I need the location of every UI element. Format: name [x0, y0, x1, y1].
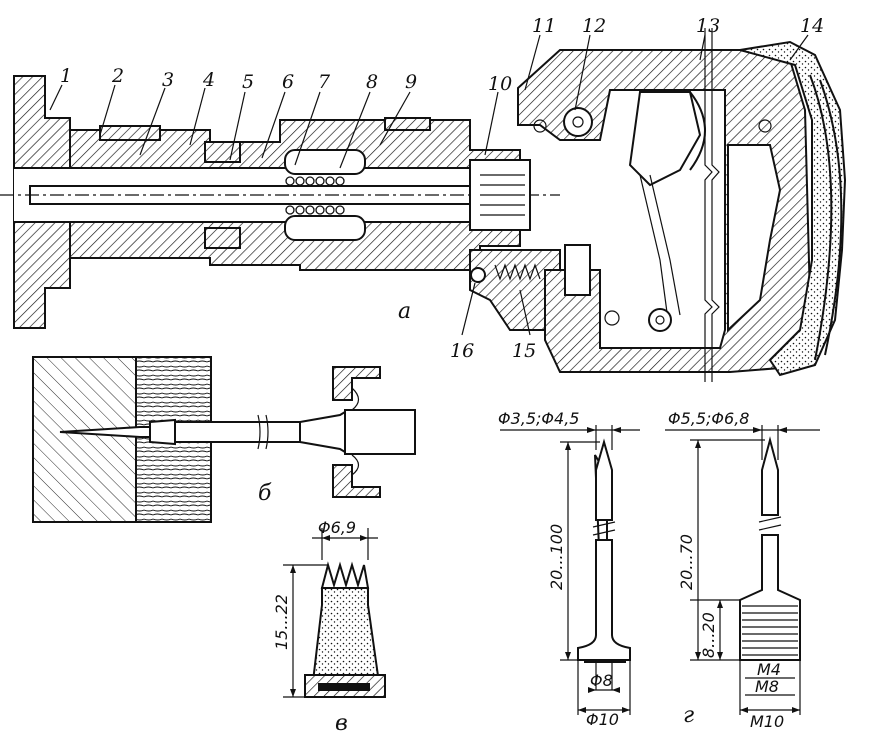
dowel-1-shank-label: Φ8 [590, 671, 613, 690]
dowel-1-shank [577, 539, 631, 661]
dowel-2-m4-label: M4 [757, 660, 781, 679]
part-label-6: 6 [282, 71, 294, 93]
part-label-16: 16 [450, 340, 474, 362]
cartridge-length-label: 15...22 [272, 594, 291, 650]
part-label-7: 7 [318, 71, 331, 93]
part-label-2: 2 [111, 65, 124, 87]
dowel-1-diameter-label: Φ3,5;Φ4,5 [498, 409, 579, 428]
dowel-2-length-label: 20...70 [677, 534, 696, 590]
part-label-10: 10 [488, 73, 512, 95]
cartridge-diameter-label: Φ6,9 [318, 518, 356, 537]
dowel-1-head-label: Φ10 [586, 710, 619, 729]
dowel-2-thread [742, 605, 798, 656]
part-label-13: 13 [696, 15, 720, 37]
dowel-view: Φ3,5;Φ4,5 20...100 Φ8 Φ10 Φ5,5;Φ6,8 [498, 409, 820, 731]
trigger-lever [628, 91, 702, 187]
part-label-14: 14 [800, 15, 824, 37]
part-label-8: 8 [366, 71, 378, 93]
cartridge-crimp [320, 561, 370, 589]
dowel-2-m8-label: M8 [755, 677, 779, 696]
concrete-layer [32, 356, 137, 523]
dowel-1-length-label: 20...100 [547, 524, 566, 590]
piston-stem [174, 421, 301, 443]
view-caption-a: а [398, 299, 411, 324]
dowel-2-tip [761, 436, 779, 516]
roller-upper [563, 107, 593, 137]
piston-head [344, 409, 416, 455]
part-label-1: 1 [60, 65, 72, 87]
tool-section-view [0, 28, 847, 382]
fastening-view: б [32, 356, 416, 523]
part-label-15: 15 [512, 340, 536, 362]
dowel-2-diameter-label: Φ5,5;Φ6,8 [668, 409, 749, 428]
part-label-9: 9 [405, 71, 417, 93]
barrel-lower [69, 221, 521, 271]
view-caption-v: в [335, 711, 348, 736]
dowel-2-m10-label: M10 [750, 712, 784, 731]
dowel-1-tip [595, 438, 613, 521]
part-label-3: 3 [162, 69, 174, 91]
cartridge-view: Φ6,9 15...22 в [272, 518, 386, 736]
part-label-12: 12 [582, 15, 606, 37]
butt-pad [739, 40, 847, 377]
part-labels: 1 2 3 4 5 6 7 8 9 10 11 12 13 14 15 16 а [60, 15, 824, 362]
part-label-4: 4 [202, 69, 215, 91]
part-leaders [49, 34, 809, 336]
view-caption-b: б [258, 481, 272, 506]
part-label-11: 11 [532, 15, 556, 37]
roller-lower [648, 308, 672, 332]
part-label-5: 5 [242, 71, 254, 93]
view-caption-g: г [683, 703, 694, 728]
dowel-2-thread-length-label: 8...20 [699, 612, 718, 658]
